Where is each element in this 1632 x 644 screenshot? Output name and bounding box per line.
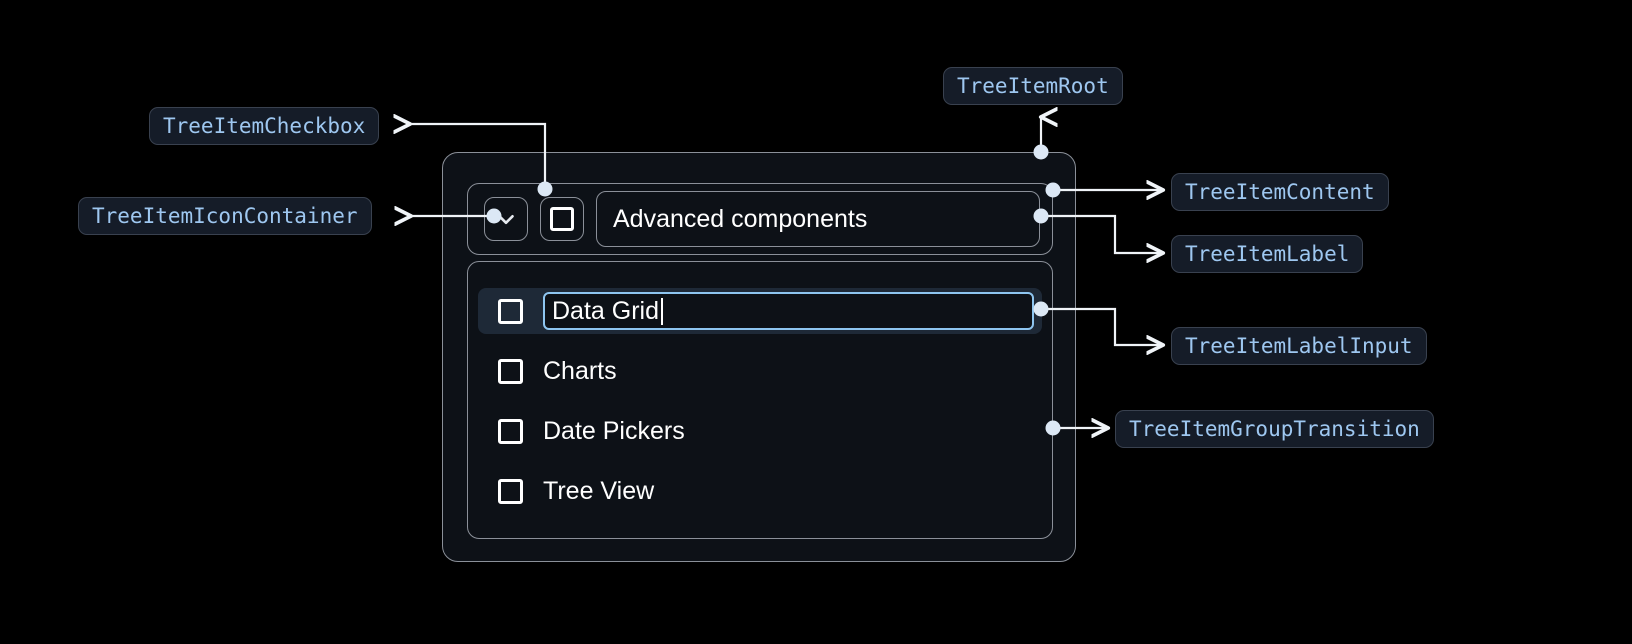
tree-item-checkbox[interactable] — [540, 197, 584, 241]
tree-item-label-text: Charts — [543, 356, 617, 385]
checkbox-unchecked-icon[interactable] — [498, 418, 523, 444]
annotation-chip-tree-item-checkbox: TreeItemCheckbox — [149, 107, 380, 145]
checkbox-unchecked-icon[interactable] — [498, 298, 523, 324]
chevron-down-icon — [498, 214, 514, 225]
tree-item-label-text: Tree View — [543, 476, 655, 505]
checkbox-unchecked-icon — [550, 207, 574, 231]
tree-item-child-tree-view[interactable]: Tree View — [478, 468, 1042, 514]
tree-item-label-input[interactable]: Data Grid — [543, 292, 1034, 330]
tree-item-content[interactable]: Advanced components — [467, 183, 1053, 255]
annotation-label: TreeItemContent — [1185, 180, 1375, 204]
annotation-chip-tree-item-label: TreeItemLabel — [1171, 235, 1364, 273]
annotation-label: TreeItemGroupTransition — [1129, 417, 1420, 441]
tree-item-child-charts[interactable]: Charts — [478, 348, 1042, 394]
annotation-chip-tree-item-root: TreeItemRoot — [943, 67, 1123, 105]
annotation-label: TreeItemCheckbox — [163, 114, 366, 138]
tree-item-group-transition: Data Grid Charts Date Pickers Tree View — [467, 261, 1053, 539]
annotation-label: TreeItemIconContainer — [92, 204, 358, 228]
tree-item-label-text: Date Pickers — [543, 416, 685, 445]
tree-item-child-date-pickers[interactable]: Date Pickers — [478, 408, 1042, 454]
tree-item-root[interactable]: Advanced components Data Grid Charts Dat… — [442, 152, 1076, 562]
annotation-chip-tree-item-label-input: TreeItemLabelInput — [1171, 327, 1427, 365]
annotation-chip-tree-item-content: TreeItemContent — [1171, 173, 1389, 211]
tree-item-label-text: Advanced components — [613, 204, 868, 233]
annotation-label: TreeItemLabel — [1185, 242, 1350, 266]
annotation-chip-tree-item-icon-container: TreeItemIconContainer — [78, 197, 372, 235]
checkbox-unchecked-icon[interactable] — [498, 358, 523, 384]
tree-item-label[interactable]: Advanced components — [596, 191, 1040, 247]
text-caret — [660, 297, 663, 325]
annotation-chip-tree-item-group-transition: TreeItemGroupTransition — [1115, 410, 1434, 448]
tree-item-child-data-grid[interactable]: Data Grid — [478, 288, 1042, 334]
tree-item-icon-container[interactable] — [484, 197, 528, 241]
checkbox-unchecked-icon[interactable] — [498, 478, 523, 504]
annotation-label: TreeItemLabelInput — [1185, 334, 1413, 358]
tree-item-label-input-value: Data Grid — [552, 296, 659, 325]
annotation-label: TreeItemRoot — [957, 74, 1109, 98]
